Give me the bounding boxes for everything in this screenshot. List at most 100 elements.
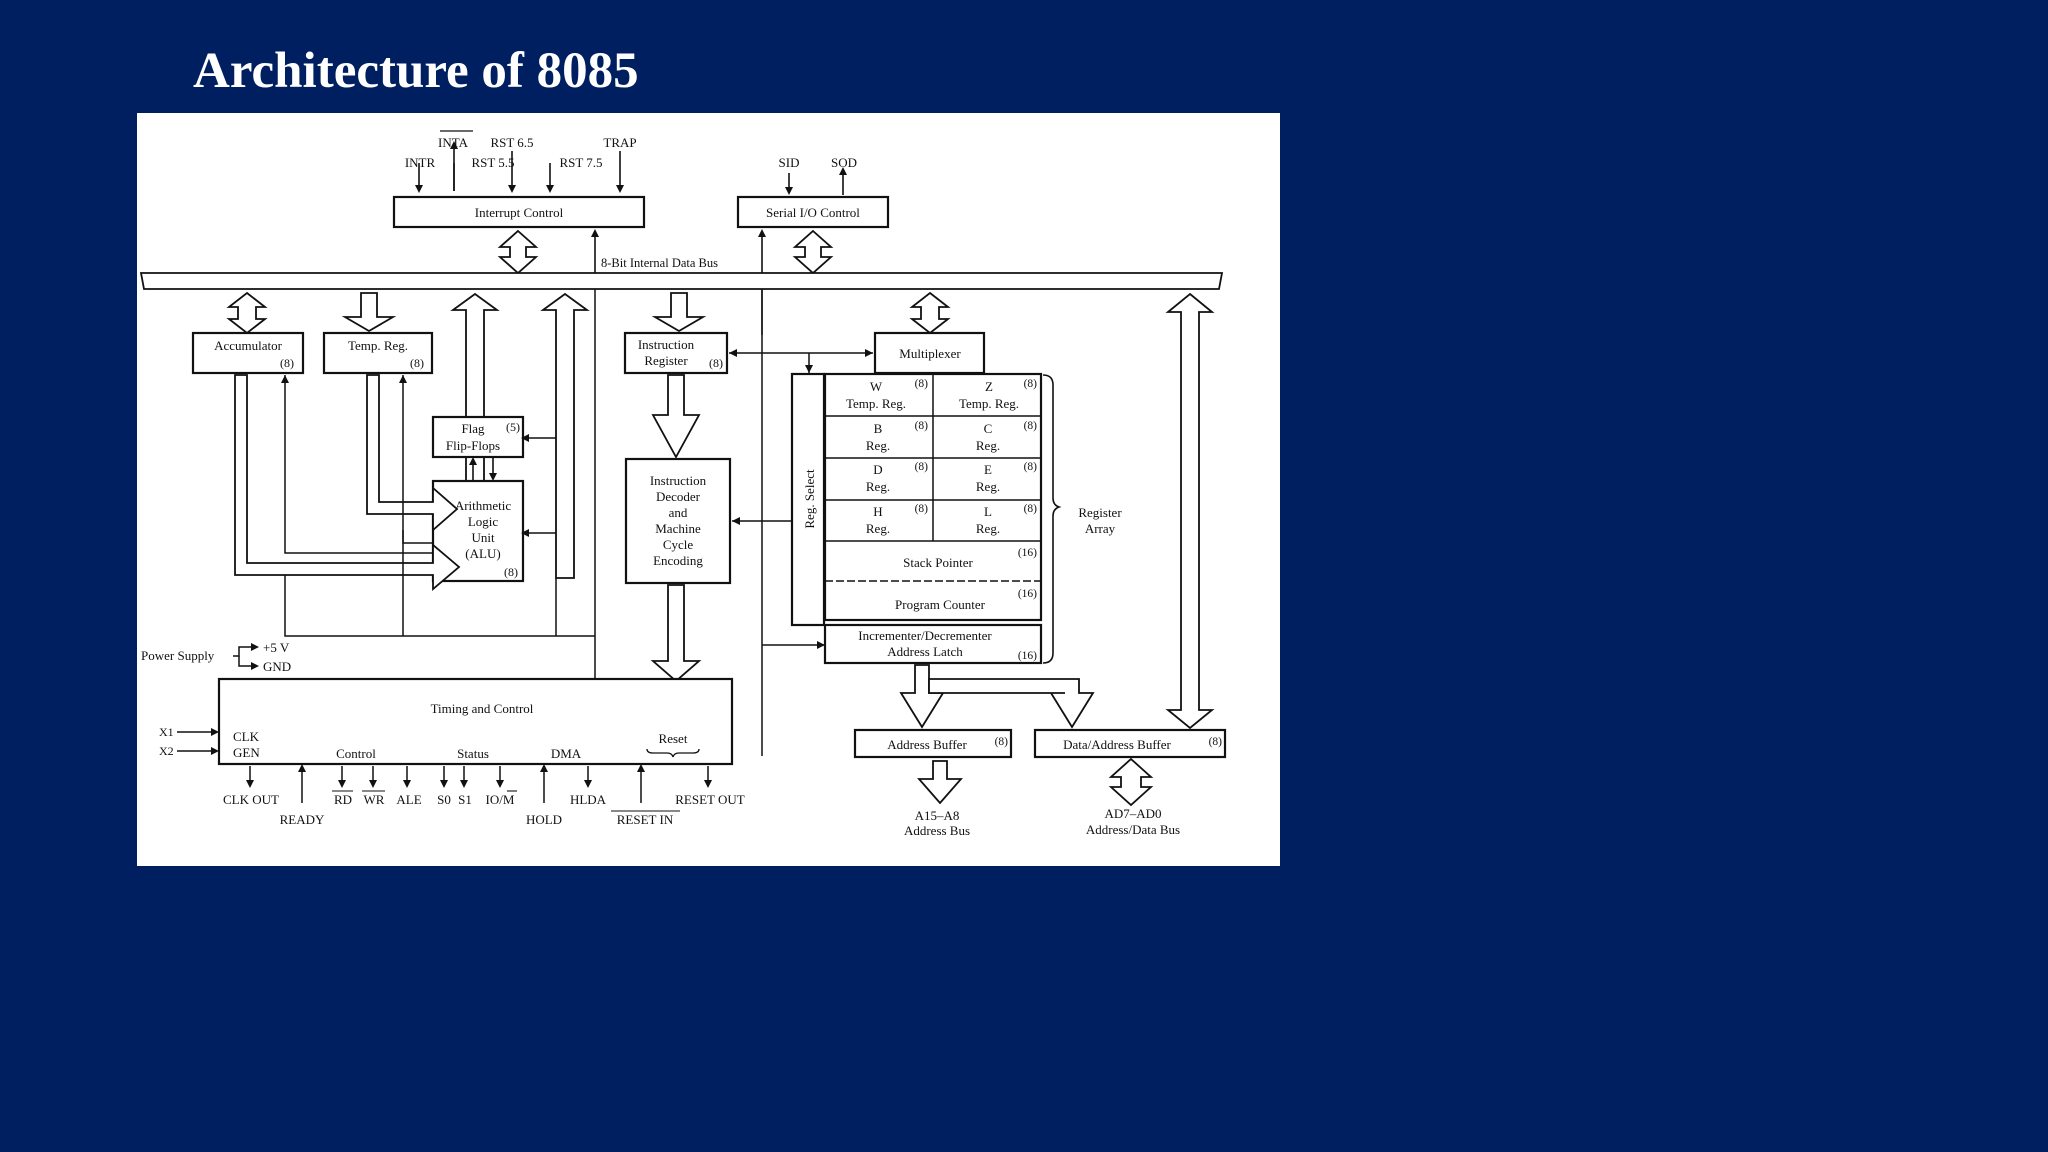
incdec-latch-block (823, 623, 1043, 665)
timing-reset: Reset (659, 731, 688, 746)
address-buffer-label: Address Buffer (887, 737, 967, 752)
data-address-buffer-label: Data/Address Buffer (1063, 737, 1171, 752)
x1-label: X1 (159, 725, 174, 739)
data-address-buffer-bits: (8) (1209, 736, 1223, 748)
data-bus-l2: Address/Data Bus (1086, 822, 1180, 837)
rst75-label: RST 7.5 (559, 155, 602, 170)
reg-select-block (790, 372, 826, 627)
reg-c-bits: (8) (1024, 420, 1038, 432)
reg-h-bits: (8) (915, 503, 929, 515)
reg-w-name: W (870, 379, 883, 394)
accumulator-bits: (8) (280, 356, 294, 370)
reg-d-sub: Reg. (866, 479, 890, 494)
address-buffer-bits: (8) (995, 736, 1009, 748)
reg-h-name: H (873, 504, 882, 519)
alu-l3: Unit (471, 530, 495, 545)
reg-d-bits: (8) (915, 461, 929, 473)
ir-l1: Instruction (638, 337, 695, 352)
reg-b-name: B (874, 421, 883, 436)
trap-label: TRAP (603, 135, 636, 150)
power-supply-label: Power Supply (141, 648, 215, 663)
temp-bus-arrow (341, 292, 397, 333)
pin-reset-out: RESET OUT (675, 792, 745, 807)
pin-s0: S0 (437, 792, 451, 807)
reg-l-name: L (984, 504, 992, 519)
temp-reg-bits: (8) (410, 356, 424, 370)
decoder-l3: and (669, 505, 688, 520)
decoder-l6: Encoding (653, 553, 703, 568)
register-array-l2: Array (1085, 521, 1116, 536)
slide-title: Architecture of 8085 (193, 43, 639, 99)
address-bus-l2: Address Bus (904, 823, 970, 838)
alu-bus-arrow (540, 292, 590, 579)
decoder-l4: Machine (655, 521, 701, 536)
timing-pins: CLK OUT READY RD WR ALE S0 S1 IO/M HOLD … (223, 764, 745, 827)
incdec-l1: Incrementer/Decrementer (858, 628, 992, 643)
interrupt-control-label: Interrupt Control (475, 205, 564, 220)
pin-ready: READY (280, 812, 325, 827)
alu-l4: (ALU) (465, 546, 500, 561)
reg-b-sub: Reg. (866, 438, 890, 453)
data-buffer-bus-arrow (1165, 292, 1215, 730)
instruction-register-block (623, 331, 729, 375)
interrupt-control-block (392, 195, 646, 229)
pin-wr: WR (364, 792, 385, 807)
reg-w-bits: (8) (915, 378, 929, 390)
ir-l2: Register (644, 353, 688, 368)
pin-hold: HOLD (526, 812, 562, 827)
address-bus-l1: A15–A8 (915, 808, 960, 823)
inta-label: INTA (438, 135, 469, 150)
pin-clk-out: CLK OUT (223, 792, 279, 807)
pin-io-m: IO/M (486, 792, 515, 807)
timing-dma: DMA (551, 746, 582, 761)
mux-bus-arrow (909, 291, 951, 335)
reg-z-sub: Temp. Reg. (959, 396, 1019, 411)
register-array-l1: Register (1078, 505, 1122, 520)
acc-bus-arrow (226, 291, 268, 335)
serial-pins: SID SOD (779, 155, 857, 195)
program-counter-label: Program Counter (895, 597, 986, 612)
data-bus-l1: AD7–AD0 (1104, 806, 1161, 821)
pin-ale: ALE (396, 792, 421, 807)
accumulator-label: Accumulator (214, 338, 283, 353)
architecture-diagram: INTA RST 6.5 TRAP INTR RST 5.5 RST 7.5 I… (137, 113, 1280, 866)
sod-label: SOD (831, 155, 857, 170)
instruction-decoder-block (624, 457, 732, 585)
reg-c-name: C (984, 421, 993, 436)
reg-h-sub: Reg. (866, 521, 890, 536)
serial-io-control-label: Serial I/O Control (766, 205, 860, 220)
decoder-l5: Cycle (663, 537, 694, 552)
flag-line2: Flip-Flops (446, 438, 500, 453)
pin-s1: S1 (458, 792, 472, 807)
data-bus-arrow (1108, 757, 1154, 807)
reg-l-sub: Reg. (976, 521, 1000, 536)
temp-alu-arrow (366, 374, 459, 532)
alu-l1: Arithmetic (455, 498, 512, 513)
serial-io-control-block (736, 195, 890, 229)
power-supply: Power Supply +5 V GND (141, 640, 291, 674)
decoder-l2: Decoder (656, 489, 701, 504)
accumulator-block (191, 331, 305, 375)
register-array: W Temp. Reg. (8) Z Temp. Reg. (8) B Reg.… (823, 372, 1043, 622)
power-gnd: GND (263, 659, 291, 674)
timing-gen: GEN (233, 745, 260, 760)
diagram-svg: INTA RST 6.5 TRAP INTR RST 5.5 RST 7.5 I… (139, 130, 1227, 838)
latch-addr-arrow (899, 664, 945, 729)
reg-z-bits: (8) (1024, 378, 1038, 390)
reg-z-name: Z (985, 379, 993, 394)
rst65-label: RST 6.5 (490, 135, 533, 150)
interrupt-bus-arrow (497, 229, 539, 275)
reg-c-sub: Reg. (976, 438, 1000, 453)
ir-bus-arrow (651, 292, 707, 333)
serial-bus-arrow (792, 229, 834, 275)
program-counter-bits: (16) (1018, 588, 1037, 600)
timing-status: Status (457, 746, 489, 761)
timing-clk: CLK (233, 729, 260, 744)
x2-label: X2 (159, 744, 174, 758)
flag-line1: Flag (461, 421, 485, 436)
reset-brace (646, 748, 700, 758)
reg-e-bits: (8) (1024, 461, 1038, 473)
incdec-bits: (16) (1018, 650, 1037, 662)
register-array-brace (1042, 374, 1062, 664)
bus-label: 8-Bit Internal Data Bus (601, 256, 718, 270)
